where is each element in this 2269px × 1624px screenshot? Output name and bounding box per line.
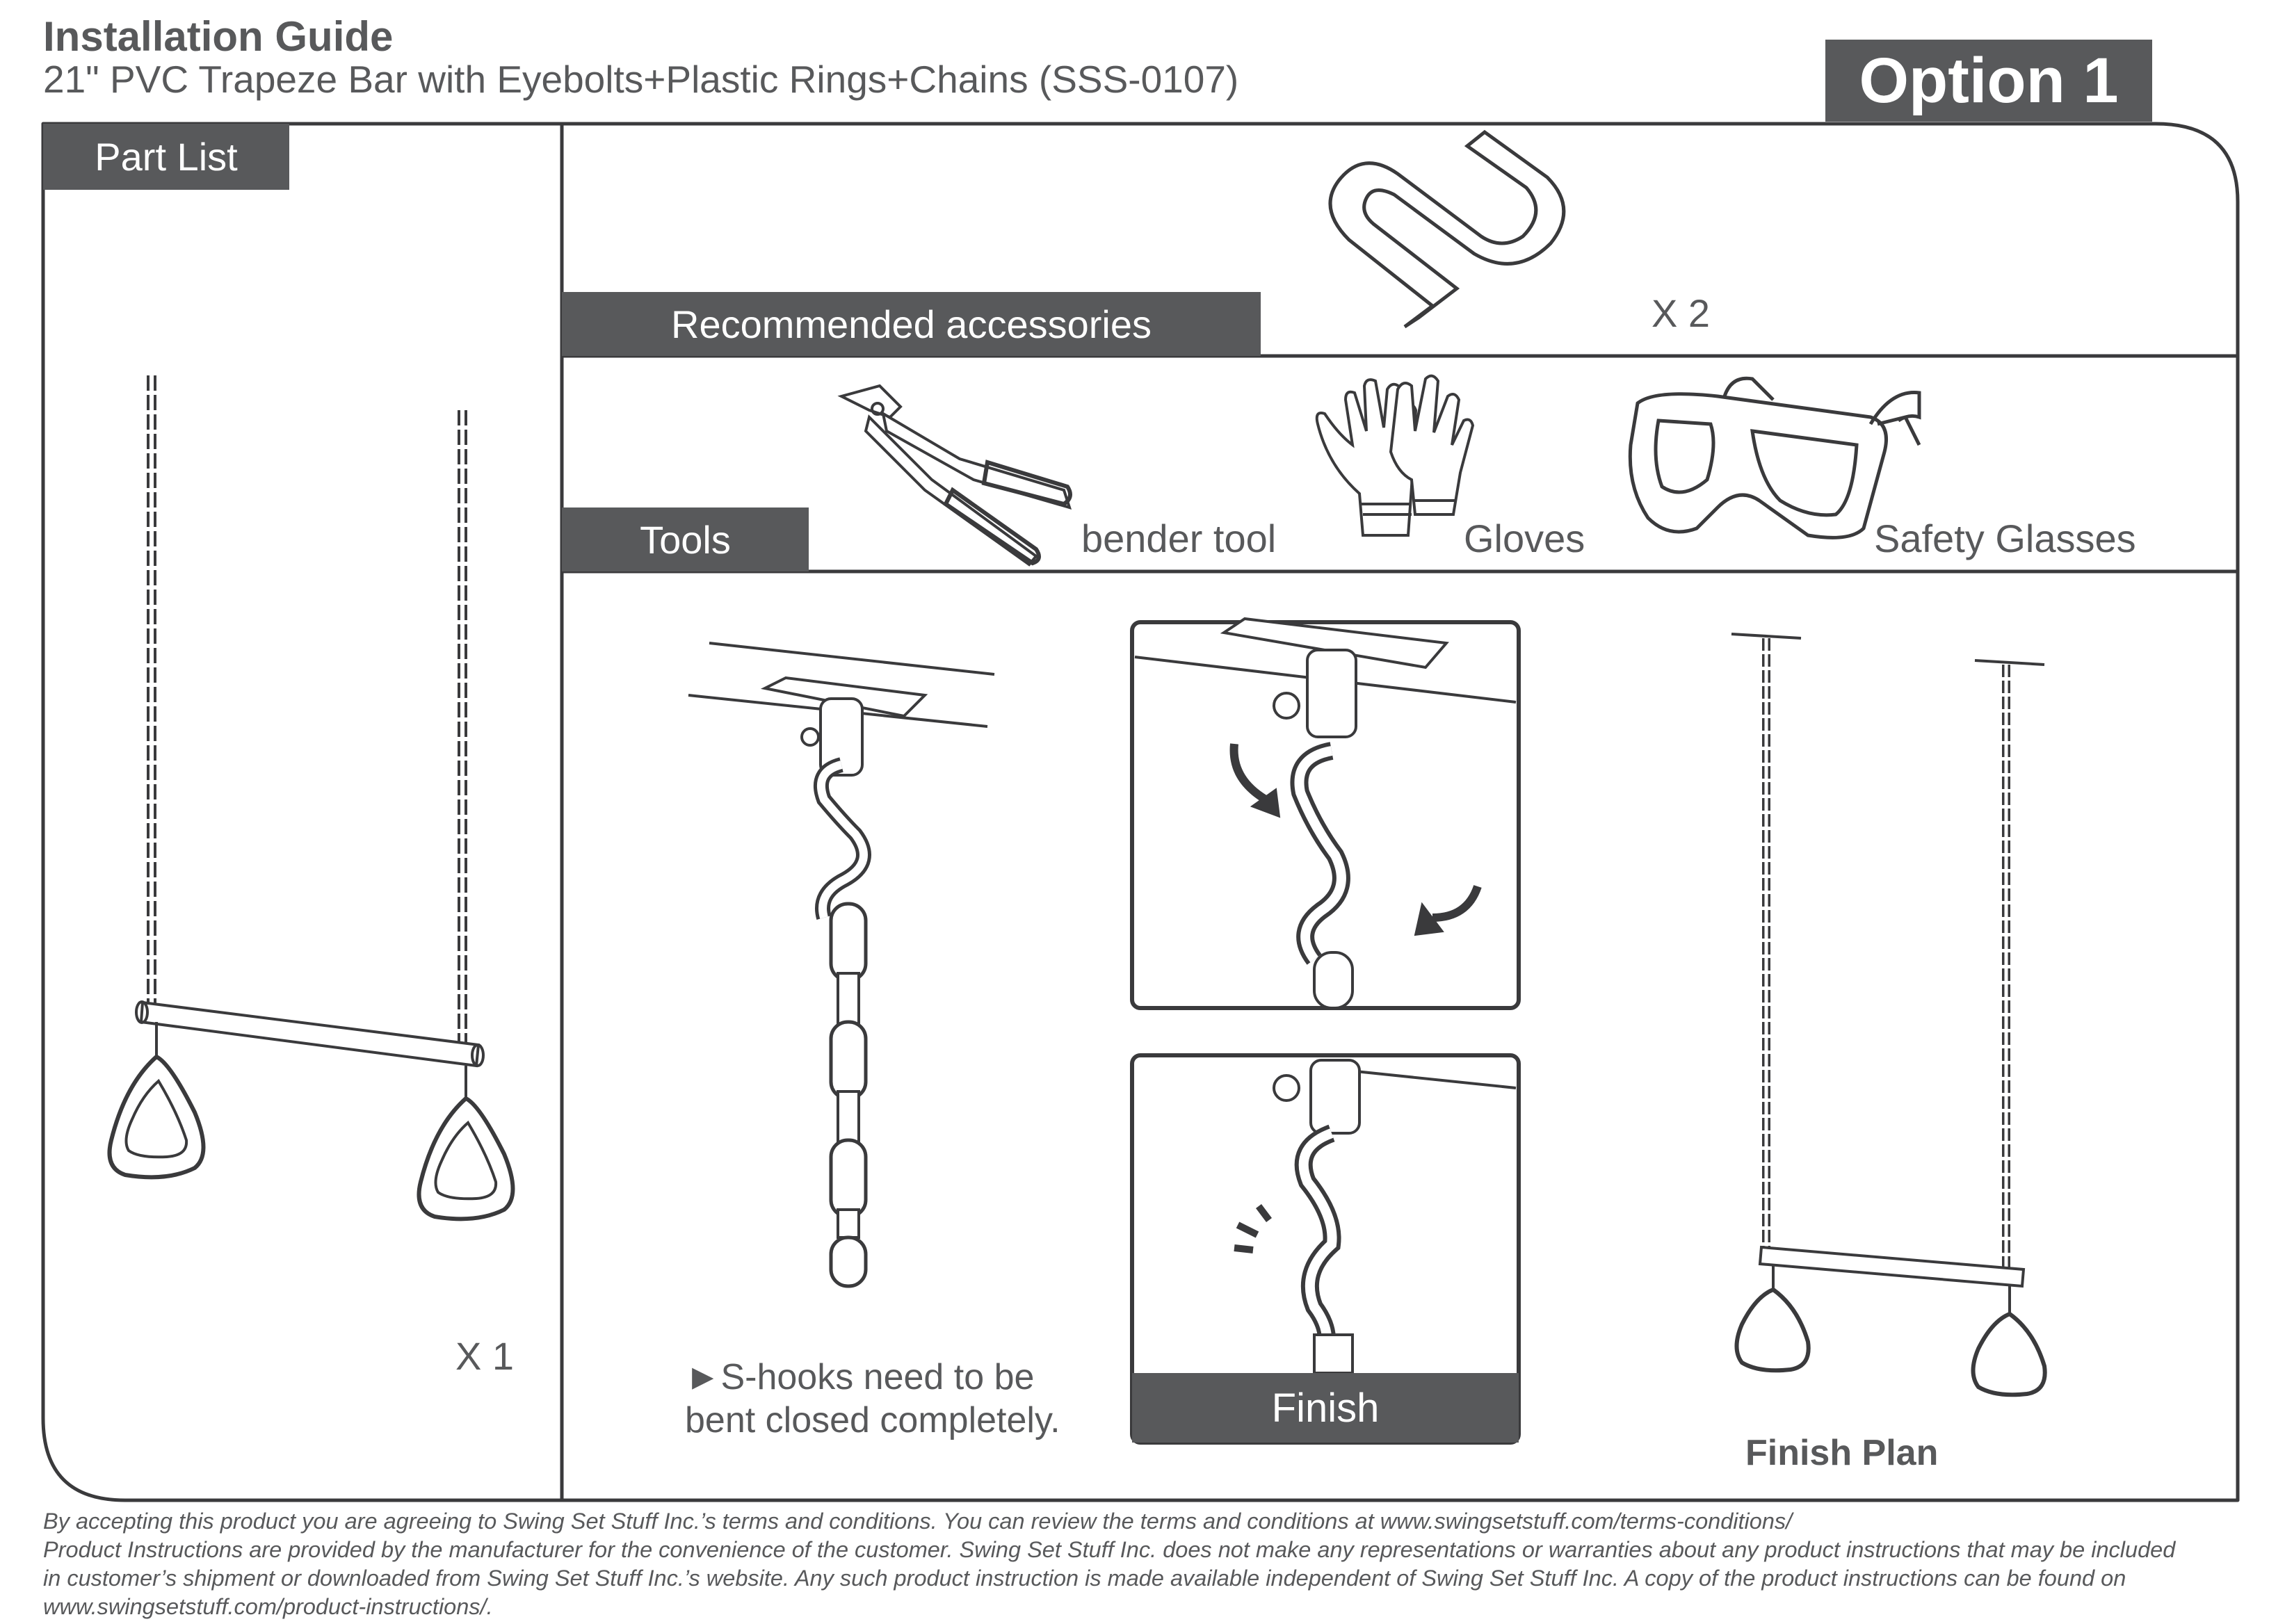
legal-disclaimer: By accepting this product you are agreei… [43,1507,2247,1621]
left-ring [107,1054,206,1180]
option-badge: Option 1 [1825,40,2152,122]
bender-tool-label: bender tool [1081,517,1277,560]
finish-plan-right-ring [1971,1311,2047,1397]
trapeze-quantity: X 1 [455,1334,515,1378]
step2-bending-box [1130,617,1521,1010]
disclaimer-line: www.swingsetstuff.com/product-instructio… [43,1594,493,1619]
disclaimer-line: in customer’s shipment or downloaded fro… [43,1566,2126,1591]
recommended-accessories-tab: Recommended accessories [562,292,1261,356]
safety-glasses-drawing [1628,376,1921,539]
step1-hanger-chain-drawing [688,642,995,1288]
outer-frame [41,122,2240,1502]
s-hook-note: ►S-hooks need to be bent closed complete… [685,1356,1060,1442]
s-hook-note-line2: bent closed completely. [685,1400,1060,1440]
step3-finish-box [1130,1053,1521,1445]
bender-tool-drawing [837,384,1072,567]
gloves-label: Gloves [1464,517,1585,560]
trapeze-bar [139,1000,481,1068]
finish-plan-left-ring [1734,1287,1811,1373]
gloves-drawing [1315,374,1475,537]
disclaimer-line: Product Instructions are provided by the… [43,1537,2176,1562]
finish-plan-label: Finish Plan [1745,1433,1939,1473]
tools-tab: Tools [562,508,809,571]
right-ring [417,1096,515,1221]
part-list-tab: Part List [43,124,289,190]
trapeze-part-drawing [107,375,515,1221]
safety-glasses-label: Safety Glasses [1874,517,2136,560]
product-subtitle: 21" PVC Trapeze Bar with Eyebolts+Plasti… [43,58,1239,101]
s-hook-drawing [1328,129,1566,329]
disclaimer-line: By accepting this product you are agreei… [43,1509,1793,1534]
s-hook-note-line1: ►S-hooks need to be [685,1357,1035,1397]
page-title: Installation Guide [43,13,394,60]
finish-tab: Finish [1132,1373,1519,1443]
finish-plan-drawing [1731,633,2047,1397]
s-hook-quantity: X 2 [1652,291,1711,335]
